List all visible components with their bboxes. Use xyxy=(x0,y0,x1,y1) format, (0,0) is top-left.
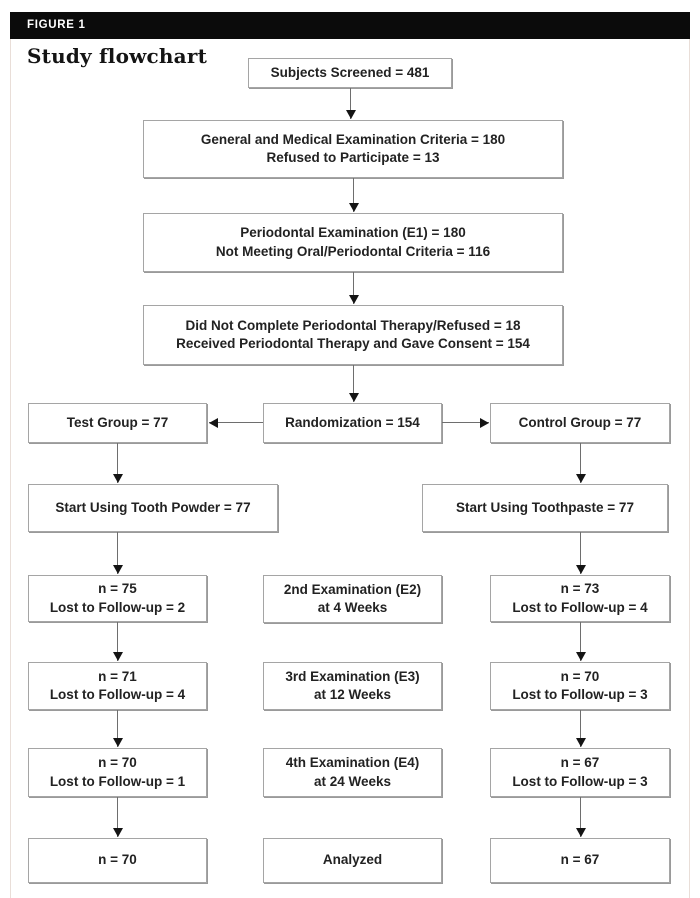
arrow-down-test-e2-to-e3 xyxy=(112,622,123,661)
flow-box-exam-e4: 4th Examination (E4) at 24 Weeks xyxy=(263,748,442,797)
arrow-down-perio-to-therapy xyxy=(348,272,359,304)
box-text-line: at 12 Weeks xyxy=(313,687,392,702)
box-text-line: Lost to Follow-up = 1 xyxy=(49,773,186,789)
flow-box-test-e4: n = 70 Lost to Follow-up = 1 xyxy=(28,748,207,797)
box-text-line: at 4 Weeks xyxy=(317,600,388,615)
flow-box-randomization: Randomization = 154 xyxy=(263,403,442,443)
box-text-line: Subjects Screened = 481 xyxy=(270,64,430,80)
flow-box-exam-e2: 2nd Examination (E2) at 4 Weeks xyxy=(263,575,442,623)
flow-box-exam-e3: 3rd Examination (E3) at 12 Weeks xyxy=(263,662,442,710)
figure-label: FIGURE 1 xyxy=(27,19,86,31)
box-text-line: Start Using Toothpaste = 77 xyxy=(456,499,634,515)
arrow-right-randomization-to-control xyxy=(442,417,489,428)
box-text-line: n = 70 xyxy=(560,668,600,684)
box-text-line: n = 67 xyxy=(560,852,600,868)
arrow-down-test-e3-to-e4 xyxy=(112,710,123,747)
box-text-line: Not Meeting Oral/Periodontal Criteria = … xyxy=(215,243,491,259)
flow-box-test-e2: n = 75 Lost to Follow-up = 2 xyxy=(28,575,207,622)
box-text-line: n = 71 xyxy=(98,668,137,684)
flow-box-periodontal-exam: Periodontal Examination (E1) = 180 Not M… xyxy=(143,213,563,272)
box-text-line: Control Group = 77 xyxy=(518,414,642,430)
flow-box-control-e2: n = 73 Lost to Follow-up = 4 xyxy=(490,575,670,622)
arrow-down-control-e2-to-e3 xyxy=(575,622,586,661)
box-text-line: Lost to Follow-up = 4 xyxy=(512,599,648,615)
box-text-line: 2nd Examination (E2) xyxy=(283,581,422,597)
flow-box-control-e3: n = 70 Lost to Follow-up = 3 xyxy=(490,662,670,710)
arrow-down-medical-to-perio xyxy=(348,178,359,212)
flow-box-analyzed-label: Analyzed xyxy=(263,838,442,883)
figure-label-bar: FIGURE 1 xyxy=(10,12,690,39)
flow-box-test-e3: n = 71 Lost to Follow-up = 4 xyxy=(28,662,207,710)
figure-title: Study flowchart xyxy=(27,44,208,68)
box-text-line: Analyzed xyxy=(322,852,383,868)
box-text-line: Did Not Complete Periodontal Therapy/Ref… xyxy=(185,317,521,333)
box-text-line: at 24 Weeks xyxy=(313,773,392,789)
flow-box-test-group: Test Group = 77 xyxy=(28,403,207,443)
box-text-line: n = 73 xyxy=(560,581,600,597)
box-text-line: 3rd Examination (E3) xyxy=(285,668,420,684)
box-text-line: n = 67 xyxy=(560,755,600,771)
box-text-line: General and Medical Examination Criteria… xyxy=(200,131,506,147)
arrow-down-test-e4-to-analyzed xyxy=(112,797,123,837)
box-text-line: Refused to Participate = 13 xyxy=(266,150,440,165)
flow-box-start-toothpaste: Start Using Toothpaste = 77 xyxy=(422,484,668,532)
box-text-line: Randomization = 154 xyxy=(285,414,420,430)
box-text-line: 4th Examination (E4) xyxy=(285,755,420,771)
box-text-line: Lost to Follow-up = 3 xyxy=(512,773,648,789)
box-text-line: n = 70 xyxy=(98,755,137,771)
arrow-down-screened-to-medical xyxy=(345,88,356,119)
flow-box-control-analyzed: n = 67 xyxy=(490,838,670,883)
box-text-line: Test Group = 77 xyxy=(66,414,169,430)
arrow-down-paste-to-e2 xyxy=(575,532,586,574)
arrow-down-control-e3-to-e4 xyxy=(575,710,586,747)
box-text-line: Lost to Follow-up = 2 xyxy=(49,599,186,615)
arrow-down-test-to-powder xyxy=(112,443,123,483)
flow-box-start-tooth-powder: Start Using Tooth Powder = 77 xyxy=(28,484,278,532)
flow-box-control-e4: n = 67 Lost to Follow-up = 3 xyxy=(490,748,670,797)
figure-frame xyxy=(10,12,690,898)
box-text-line: Received Periodontal Therapy and Gave Co… xyxy=(176,336,530,351)
box-text-line: n = 70 xyxy=(98,852,137,868)
arrow-down-control-e4-to-analyzed xyxy=(575,797,586,837)
arrow-down-control-to-paste xyxy=(575,443,586,483)
arrow-down-therapy-to-randomization xyxy=(348,365,359,402)
arrow-down-powder-to-e2 xyxy=(112,532,123,574)
flow-box-subjects-screened: Subjects Screened = 481 xyxy=(248,58,452,88)
flow-box-control-group: Control Group = 77 xyxy=(490,403,670,443)
box-text-line: n = 75 xyxy=(98,581,137,597)
box-text-line: Lost to Follow-up = 3 xyxy=(512,687,648,702)
box-text-line: Lost to Follow-up = 4 xyxy=(49,687,186,702)
flow-box-medical-criteria: General and Medical Examination Criteria… xyxy=(143,120,563,178)
flow-box-test-analyzed: n = 70 xyxy=(28,838,207,883)
flow-box-periodontal-therapy: Did Not Complete Periodontal Therapy/Ref… xyxy=(143,305,563,365)
box-text-line: Periodontal Examination (E1) = 180 xyxy=(240,225,466,241)
arrow-left-randomization-to-test xyxy=(209,417,263,428)
box-text-line: Start Using Tooth Powder = 77 xyxy=(55,499,251,515)
